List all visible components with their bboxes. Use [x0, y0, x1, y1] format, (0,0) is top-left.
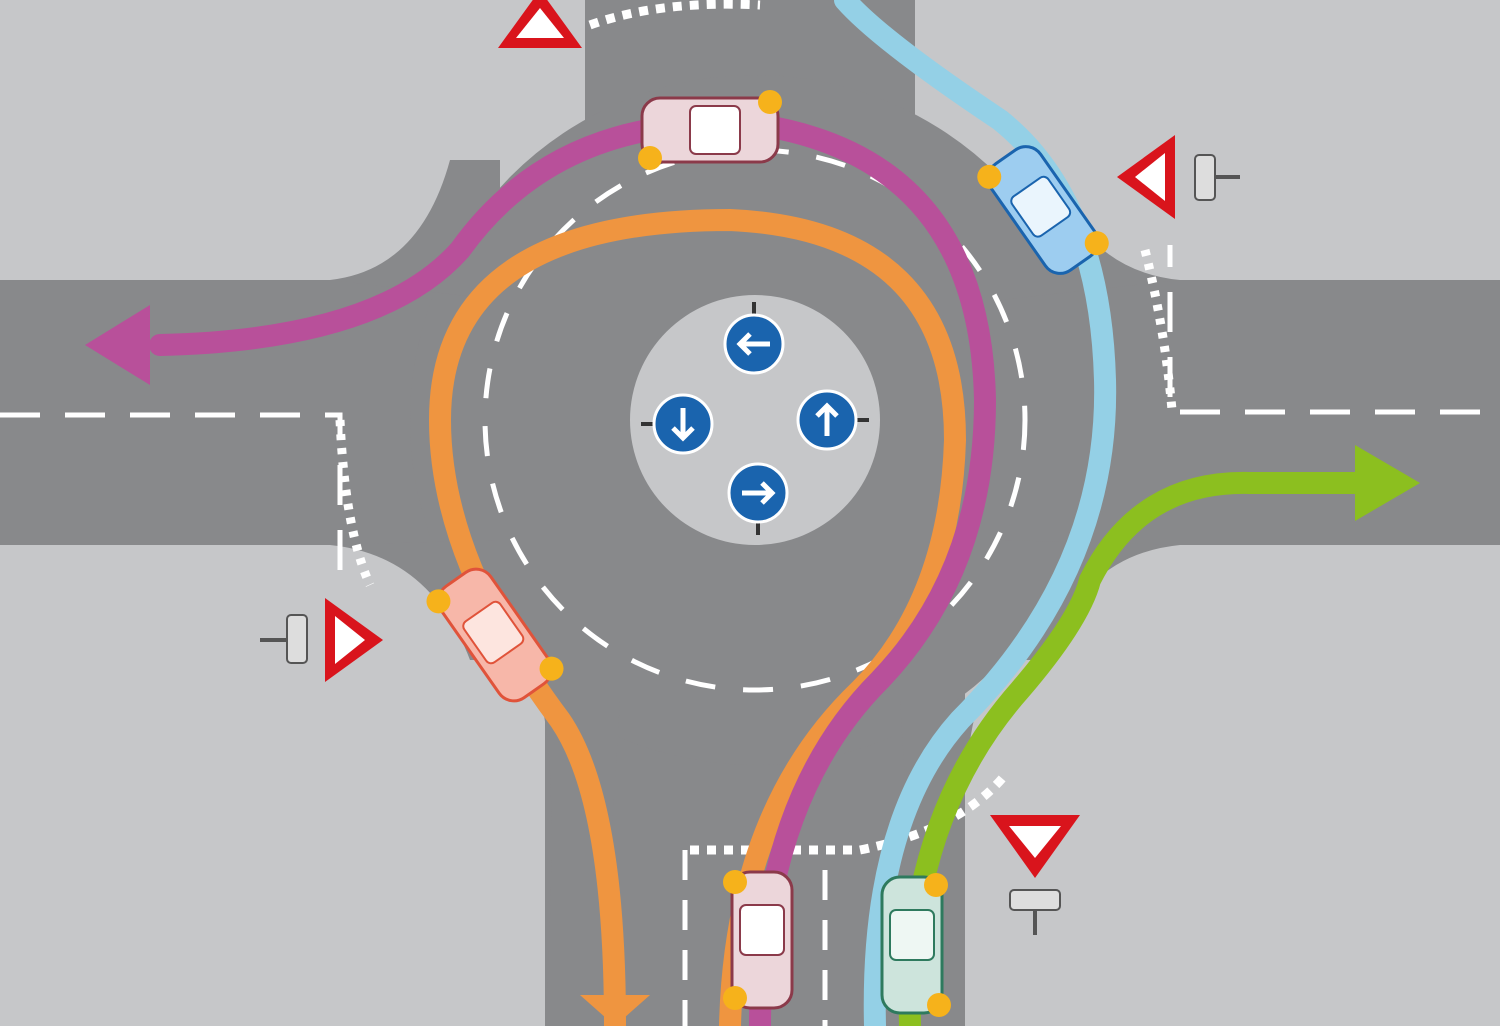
island-signs [641, 302, 869, 535]
route-straight [834, 0, 1117, 1026]
yield-sign-icon [325, 598, 383, 682]
yield-sign-icon [990, 815, 1080, 878]
yield-signs [260, 0, 1240, 935]
car-icon [880, 873, 951, 1017]
sign-plate [286, 614, 308, 664]
yield-sign-icon [1117, 135, 1175, 219]
yield-sign-icon [498, 0, 582, 48]
arrow-up-sign-icon [796, 389, 869, 451]
car-icon [426, 567, 564, 703]
car-icon [977, 145, 1109, 275]
arrowhead-left [85, 305, 150, 385]
car-icon [723, 870, 794, 1010]
arrowhead-down [580, 995, 650, 1026]
route-right-turn [898, 471, 1391, 1026]
sign-plate [1194, 154, 1216, 201]
fillet [540, 700, 620, 1026]
cars [426, 90, 1109, 1017]
route-left-turn [149, 112, 997, 1026]
arrow-down-sign-icon [641, 393, 714, 455]
arrow-left-sign-icon [723, 302, 785, 375]
sign-plate [1009, 889, 1061, 911]
center-island [630, 295, 880, 545]
arrowhead-right [1355, 445, 1420, 521]
arrow-right-sign-icon [727, 462, 789, 535]
routes [149, 0, 1391, 1026]
inner-lane-marking [482, 147, 1028, 693]
car-icon [638, 90, 782, 170]
